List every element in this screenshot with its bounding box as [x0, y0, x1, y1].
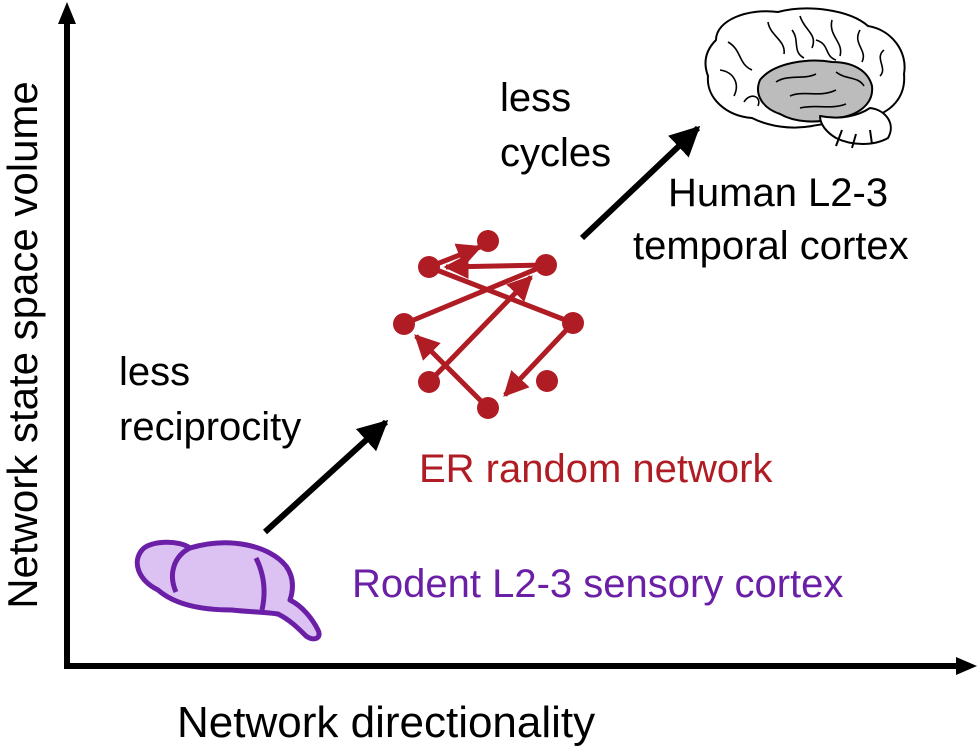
upper-arrow-label-line1: less [500, 76, 571, 120]
network-edge [503, 321, 575, 397]
lower-arrow-label-line1: less [119, 350, 190, 394]
y-axis-label: Network state space volume [0, 81, 46, 609]
er-network-label: ER random network [419, 447, 773, 491]
network-node [418, 256, 440, 278]
network-edge [414, 334, 490, 410]
network-edge [403, 262, 547, 327]
network-node [562, 312, 584, 334]
human-label-line2: temporal cortex [633, 224, 909, 268]
lower-progression-arrow [262, 419, 389, 535]
network-node [477, 230, 499, 252]
rodent-brain-icon [134, 539, 322, 642]
upper-progression-arrow [579, 125, 701, 241]
network-edges [403, 243, 575, 410]
rodent-label: Rodent L2-3 sensory cortex [352, 562, 843, 606]
network-node [535, 254, 557, 276]
human-brain-icon [704, 7, 906, 149]
human-label-line1: Human L2-3 [668, 171, 888, 215]
upper-arrow-label-line2: cycles [500, 131, 611, 175]
network-node [393, 313, 415, 335]
network-nodes [393, 230, 584, 419]
lower-arrow-label-line2: reciprocity [119, 405, 301, 449]
axes [58, 2, 977, 675]
er-network-graph [393, 230, 584, 419]
x-axis-label: Network directionality [177, 698, 595, 747]
x-axis-arrowhead [956, 657, 977, 675]
y-axis-arrowhead [58, 2, 76, 24]
network-edge [443, 254, 547, 280]
network-node [418, 371, 440, 393]
network-edge [428, 264, 574, 326]
network-node [536, 370, 558, 392]
network-node [477, 397, 499, 419]
